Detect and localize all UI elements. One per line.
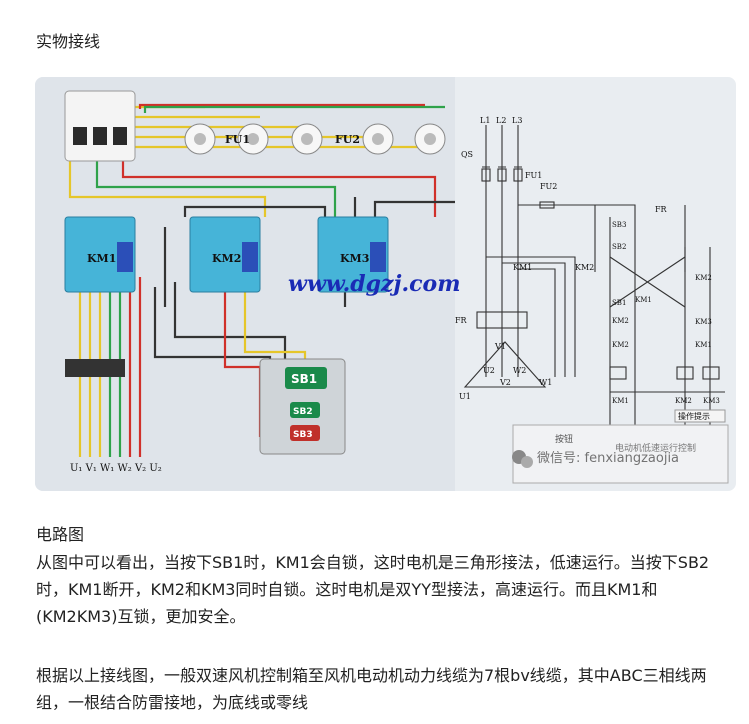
winding-v2: V2 — [499, 378, 511, 387]
button-label-sb3: SB3 — [293, 430, 313, 440]
button-label-sb2: SB2 — [293, 407, 313, 417]
control-sb3: SB3 — [612, 221, 626, 229]
schematic-phase-l2: L2 — [496, 116, 506, 125]
control-km1-a: KM1 — [635, 296, 652, 304]
wiring-diagram-svg: FU1 FU2 KM1 KM2 KM3 www.dgzj.com SB1 SB2… — [35, 77, 729, 491]
control-sb2: SB2 — [612, 243, 626, 251]
schematic-fuse-fu1: FU1 — [525, 171, 542, 180]
control-sb1: SB1 — [612, 299, 626, 307]
coil-km2: KM2 — [675, 397, 692, 405]
wechat-icon — [512, 450, 533, 468]
paragraph-1: 从图中可以看出，当按下SB1时，KM1会自锁，这时电机是三角形接法，低速运行。当… — [36, 553, 710, 626]
coil-km1: KM1 — [612, 397, 629, 405]
wiring-figure: FU1 FU2 KM1 KM2 KM3 www.dgzj.com SB1 SB2… — [35, 77, 736, 491]
contactor-label-km2: KM2 — [212, 252, 241, 265]
control-km3-a: KM3 — [695, 318, 712, 326]
schematic-fuse-fu2: FU2 — [540, 182, 557, 191]
schematic-km2: KM2 — [575, 263, 594, 272]
control-km2-a: KM2 — [695, 274, 712, 282]
schematic-fr-label: FR — [455, 316, 468, 325]
winding-w2: W2 — [513, 366, 526, 375]
schematic-phase-l3: L3 — [512, 116, 522, 125]
fuse-label-fu2: FU2 — [335, 133, 360, 146]
control-km3-b: KM2 — [612, 341, 629, 349]
schematic-phase-l1: L1 — [480, 116, 490, 125]
control-km2-b: KM2 — [612, 317, 629, 325]
hint-label: 操作提示 — [678, 411, 710, 421]
paragraph-2: 根据以上接线图，一般双速风机控制箱至风机电动机动力线缆为7根bv线缆，其中ABC… — [36, 666, 707, 712]
winding-u2: U2 — [483, 366, 495, 375]
coil-km3: KM3 — [703, 397, 720, 405]
button-caption: 按钮 — [555, 433, 573, 445]
article-heading: 实物接线 — [36, 32, 101, 51]
watermark-site: www.dgzj.com — [288, 271, 461, 297]
schematic-switch-qs: QS — [461, 150, 473, 159]
terminal-labels: U₁ V₁ W₁ W₂ V₂ U₂ — [70, 463, 162, 474]
winding-v1: V1 — [494, 342, 506, 351]
control-km1-b: KM1 — [695, 341, 712, 349]
fuse-label-fu1: FU1 — [225, 133, 250, 146]
section-title: 电路图 — [36, 525, 85, 544]
wechat-watermark: 微信号: fenxiangzaojia — [537, 451, 679, 466]
winding-w1: W1 — [539, 378, 552, 387]
button-label-sb1: SB1 — [291, 372, 317, 386]
button-description: 电动机低速运行控制 — [615, 442, 696, 454]
winding-u1: U1 — [459, 392, 471, 401]
contactor-label-km1: KM1 — [87, 252, 116, 265]
contactor-label-km3: KM3 — [340, 252, 369, 265]
schematic-km1: KM1 — [513, 263, 532, 272]
schematic-relay-fr: FR — [655, 205, 668, 214]
